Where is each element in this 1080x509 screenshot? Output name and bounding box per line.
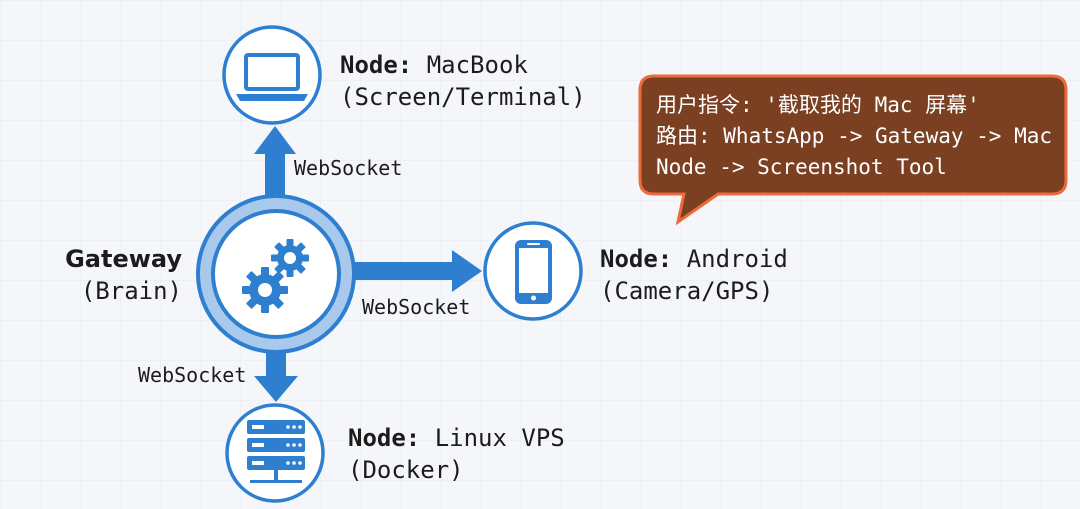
android-node-name: Android: [686, 245, 788, 273]
gateway-title: Gateway: [65, 245, 182, 273]
android-node-label: Node: Android: [600, 244, 788, 275]
android-node-subtitle: (Camera/GPS): [600, 277, 774, 305]
linux-node-circle: [225, 403, 325, 503]
edge-label-macbook: WebSocket: [294, 156, 403, 180]
server-rack-icon: [247, 420, 305, 483]
linux-node-subtitle: (Docker): [348, 456, 464, 484]
macbook-node-label: Node: MacBook: [340, 50, 528, 81]
edge-label-android: WebSocket: [362, 295, 471, 319]
callout-bubble: [638, 74, 1068, 226]
edge-label-linux: WebSocket: [138, 363, 247, 387]
callout-line-3: Node -> Screenshot Tool: [656, 155, 947, 179]
linux-node-label: Node: Linux VPS: [348, 423, 565, 454]
linux-node-name: Linux VPS: [434, 424, 565, 452]
android-node-prefix: Node:: [600, 245, 673, 273]
callout-line-1: 用户指令: '截取我的 Mac 屏幕': [656, 93, 980, 117]
arrow-to-android: [338, 250, 482, 292]
smartphone-icon: [515, 240, 552, 304]
macbook-node-name: MacBook: [426, 51, 528, 79]
gears-icon: [242, 239, 309, 313]
macbook-node-prefix: Node:: [340, 51, 413, 79]
linux-node-prefix: Node:: [348, 424, 421, 452]
laptop-icon: [236, 53, 308, 101]
gateway-subtitle: (Brain): [80, 277, 182, 305]
callout-line-2: 路由: WhatsApp -> Gateway -> Mac: [656, 124, 1053, 148]
macbook-node-subtitle: (Screen/Terminal): [340, 83, 586, 111]
callout-text: 用户指令: '截取我的 Mac 屏幕' 路由: WhatsApp -> Gate…: [656, 90, 1056, 183]
